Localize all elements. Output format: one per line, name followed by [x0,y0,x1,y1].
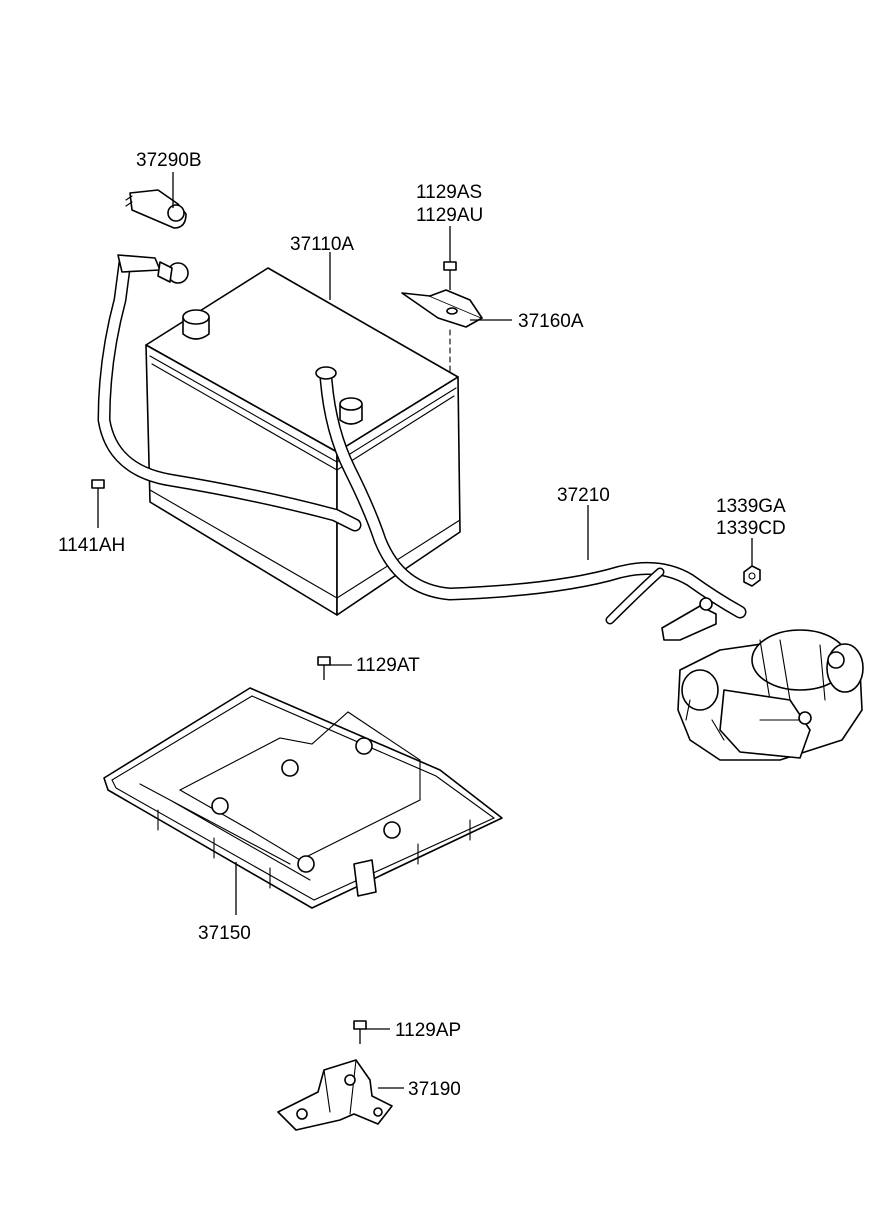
label-37160a: 37160A [518,311,584,332]
label-37150: 37150 [198,923,251,944]
label-1141ah: 1141AH [58,535,125,556]
label-1129ap: 1129AP [395,1020,461,1041]
battery-terminal-right [339,397,363,425]
label-37110a: 37110A [290,234,354,255]
label-37190: 37190 [408,1079,461,1100]
terminal-clamp [125,189,187,229]
bolt-1129at [317,656,331,680]
nut-1339ga [743,565,761,587]
positive-cable [315,366,747,641]
negative-cable [97,254,362,532]
bolt-1129as [443,261,457,373]
hold-down-bracket [401,289,483,328]
label-1129as: 1129AS [416,182,482,203]
leader-lines [97,172,753,1089]
label-37290b: 37290B [136,150,202,171]
label-1339ga: 1339GA [716,496,786,517]
bolt-1129ap [353,1020,367,1044]
bracket-37190 [277,1059,393,1131]
label-1129au: 1129AU [416,205,483,226]
battery-terminal-left [182,309,210,340]
starter-motor [677,629,864,761]
battery-tray [103,687,503,909]
label-1339cd: 1339CD [716,518,786,539]
battery [145,267,461,616]
bolt-1141ah [91,479,105,500]
label-1129at: 1129AT [356,655,420,676]
label-37210: 37210 [557,485,610,506]
